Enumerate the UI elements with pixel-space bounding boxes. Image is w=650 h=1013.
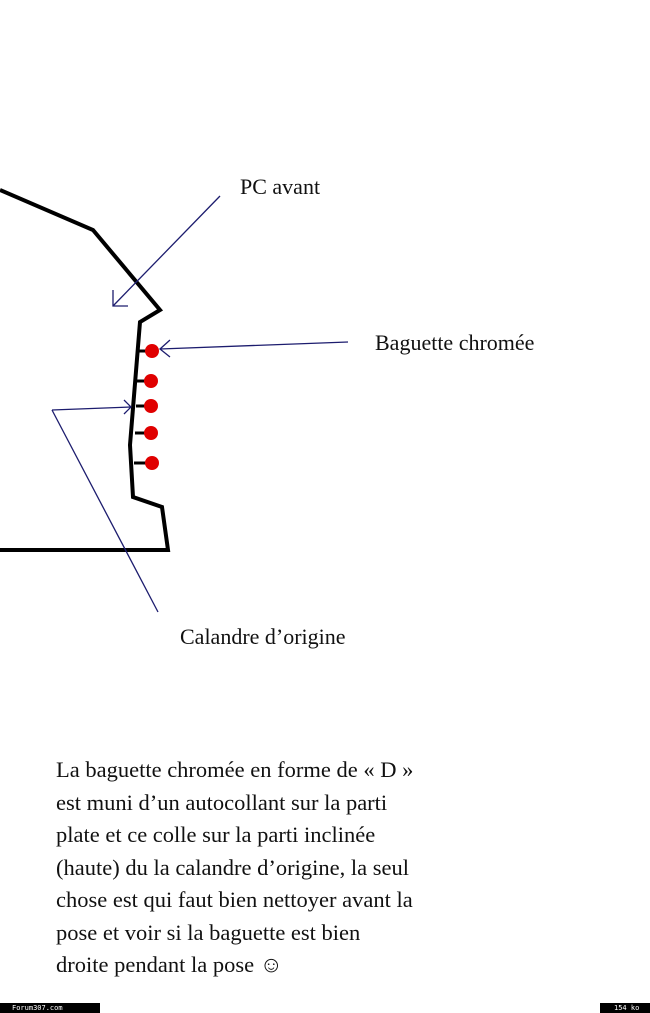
leader-pc-avant xyxy=(112,195,221,307)
caption-line: chose est qui faut bien nettoyer avant l… xyxy=(56,887,413,912)
chrome-strip-dot xyxy=(145,456,159,470)
chrome-strip-dot xyxy=(144,399,158,413)
caption-line: plate et ce colle sur la parti inclinée xyxy=(56,822,376,847)
caption-text: La baguette chromée en forme de « D » es… xyxy=(56,754,526,982)
label-calandre-origine: Calandre d’origine xyxy=(180,624,346,649)
chrome-strip-dot xyxy=(144,426,158,440)
leader-calandre xyxy=(51,399,159,613)
footer-site-label: Forum307.com xyxy=(0,1003,100,1013)
caption-line: droite pendant la pose ☺ xyxy=(56,952,283,977)
label-pc-avant: PC avant xyxy=(240,174,321,199)
bumper-outline xyxy=(0,188,171,552)
chrome-strip-dot xyxy=(144,374,158,388)
leader-baguette xyxy=(158,339,349,358)
chrome-strip-dot xyxy=(145,344,159,358)
caption-line: (haute) du la calandre d’origine, la seu… xyxy=(56,854,409,880)
caption-line: est muni d’un autocollant sur la parti xyxy=(56,789,388,815)
footer-size-label: 154 ko xyxy=(600,1003,650,1013)
caption-line: La baguette chromée en forme de « D » xyxy=(56,757,414,782)
caption-line: pose et voir si la baguette est bien xyxy=(56,919,361,945)
chrome-strip xyxy=(134,344,159,470)
label-baguette-chromee: Baguette chromée xyxy=(375,330,535,355)
